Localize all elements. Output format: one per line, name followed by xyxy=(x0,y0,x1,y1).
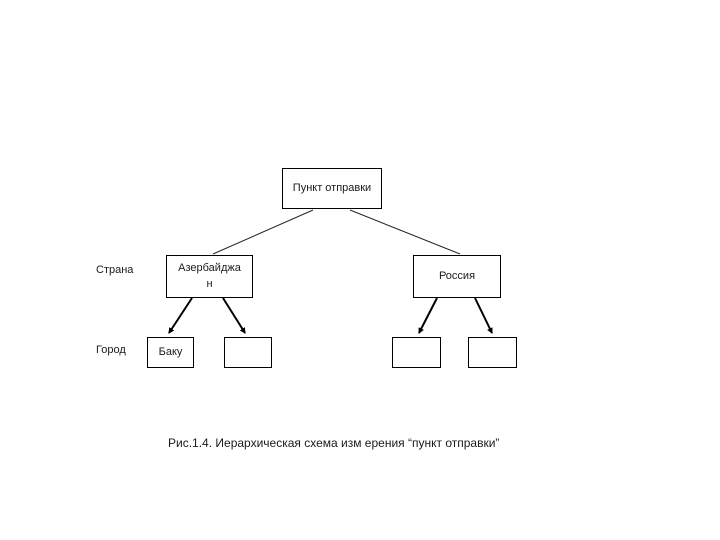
node-departure-point-label: Пункт отправки xyxy=(292,181,372,194)
arrow-azerbaijan-baku xyxy=(168,297,193,334)
arrow-russia-city3 xyxy=(418,297,438,334)
node-city-empty-2 xyxy=(392,337,441,368)
node-azerbaijan-label: Азербайджан xyxy=(178,262,241,290)
figure-caption: Рис.1.4. Иерархическая схема изм ерения … xyxy=(168,436,499,450)
connector-root-azerbaijan xyxy=(212,209,314,255)
row-label-country: Страна xyxy=(96,264,133,276)
row-label-city-text: Город xyxy=(96,344,126,356)
node-azerbaijan: Азербайджан xyxy=(166,255,253,298)
connector-root-russia xyxy=(349,209,461,255)
node-city-empty-1 xyxy=(224,337,272,368)
node-departure-point: Пункт отправки xyxy=(282,168,382,209)
node-russia: Россия xyxy=(413,255,501,298)
node-baku: Баку xyxy=(147,337,194,368)
row-label-city: Город xyxy=(96,344,126,356)
row-label-country-text: Страна xyxy=(96,264,134,276)
node-russia-label: Россия xyxy=(438,269,476,282)
node-baku-label: Баку xyxy=(158,345,183,358)
figure-caption-text: Рис.1.4. Иерархическая схема изм ерения … xyxy=(168,436,500,450)
arrow-azerbaijan-city2 xyxy=(222,297,246,334)
arrow-russia-city4 xyxy=(474,297,493,334)
node-city-empty-3 xyxy=(468,337,517,368)
